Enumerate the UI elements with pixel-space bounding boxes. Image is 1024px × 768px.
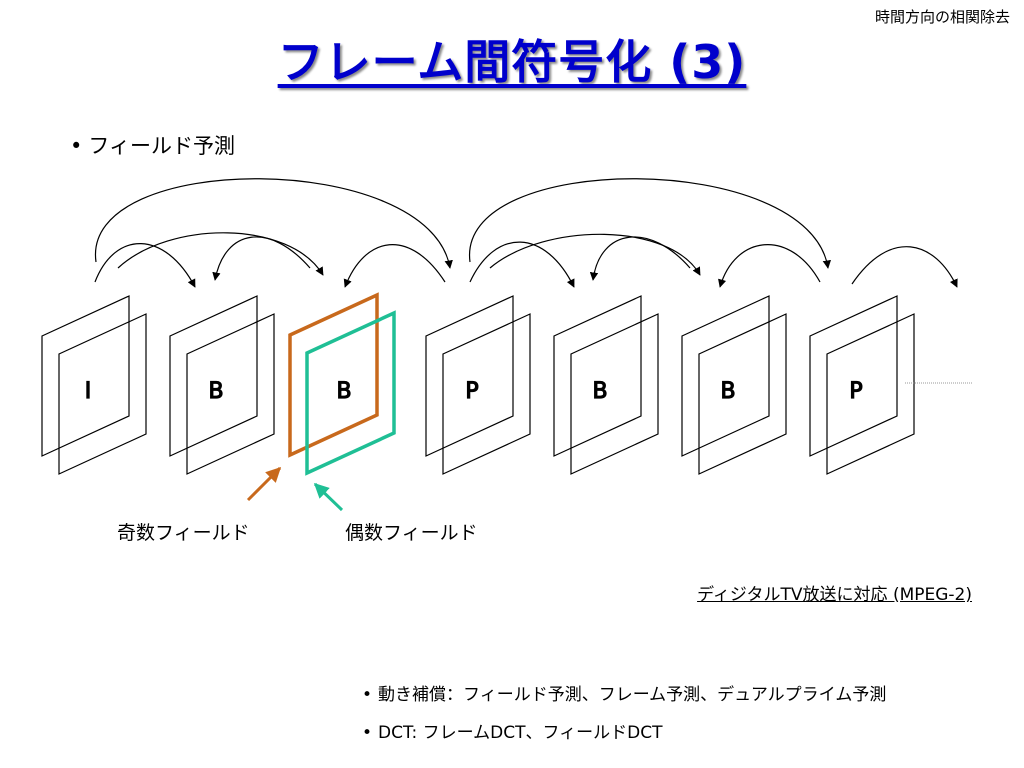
frame-field-top xyxy=(681,295,770,457)
frame-2: B xyxy=(169,295,275,475)
frame-field-bottom xyxy=(58,313,147,475)
frame-type-label: P xyxy=(849,379,862,404)
arc-i-b2 xyxy=(117,232,324,276)
frame-type-label: B xyxy=(208,379,223,404)
bullet-field-prediction: •フィールド予測 xyxy=(70,130,235,160)
slide-title: フレーム間符号化 (3) xyxy=(277,35,747,89)
arc-i-b1 xyxy=(94,243,196,288)
arc-p-b2 xyxy=(343,244,446,288)
arc-next xyxy=(851,246,958,288)
even-field xyxy=(305,310,396,476)
frame-5: B xyxy=(553,295,659,475)
bullet-dct: •DCT: フレームDCT、フィールドDCT xyxy=(362,718,662,743)
frame-type-label: B xyxy=(720,379,735,404)
bullet-text: 動き補償：フィールド予測、フレーム予測、デュアルプライム予測 xyxy=(378,685,887,705)
corner-label: 時間方向の相関除去 xyxy=(874,8,1010,26)
arc-p2-b3 xyxy=(589,236,691,281)
even-field-arrow xyxy=(313,482,344,512)
bullet-motion-compensation: •動き補償：フィールド予測、フレーム予測、デュアルプライム予測 xyxy=(362,680,886,705)
bullet-dot: • xyxy=(362,723,373,743)
frame-field-top xyxy=(425,295,514,457)
frame-3: B xyxy=(288,292,396,476)
frame-field-top xyxy=(169,295,258,457)
bullet-text: フィールド予測 xyxy=(88,134,235,158)
frame-field-top xyxy=(553,295,642,457)
frame-field-bottom xyxy=(442,313,531,475)
frame-type-label: B xyxy=(336,379,351,404)
frame-type-label: P xyxy=(465,379,478,404)
bullet-dot: • xyxy=(70,134,83,158)
arc-p-b4 xyxy=(489,233,701,276)
even-field-label: 偶数フィールド xyxy=(345,522,478,544)
mpeg2-note: ディジタルTV放送に対応 (MPEG-2) xyxy=(697,585,972,605)
arc-p2-b4 xyxy=(718,244,821,288)
frame-type-label: B xyxy=(592,379,607,404)
frame-4: P xyxy=(425,295,531,475)
arc-p-b3 xyxy=(469,241,575,288)
frame-field-bottom xyxy=(186,313,275,475)
frame-field-top xyxy=(809,295,898,457)
arc-p-b1 xyxy=(212,236,311,281)
frame-type-label: I xyxy=(85,379,92,404)
bullet-dot: • xyxy=(362,685,373,705)
frame-field-bottom xyxy=(570,313,659,475)
arc-long-i-p xyxy=(95,178,453,269)
odd-field xyxy=(288,292,379,458)
frame-field-top xyxy=(41,295,130,457)
frame-1: I xyxy=(41,295,147,475)
frame-7: P xyxy=(809,295,915,475)
arc-long-p-p xyxy=(469,178,831,269)
bullet-text: DCT: フレームDCT、フィールドDCT xyxy=(378,723,663,743)
frame-field-bottom xyxy=(826,313,915,475)
odd-field-label: 奇数フィールド xyxy=(117,522,250,544)
odd-field-arrow xyxy=(246,466,282,502)
frame-field-bottom xyxy=(698,313,787,475)
frame-6: B xyxy=(681,295,787,475)
